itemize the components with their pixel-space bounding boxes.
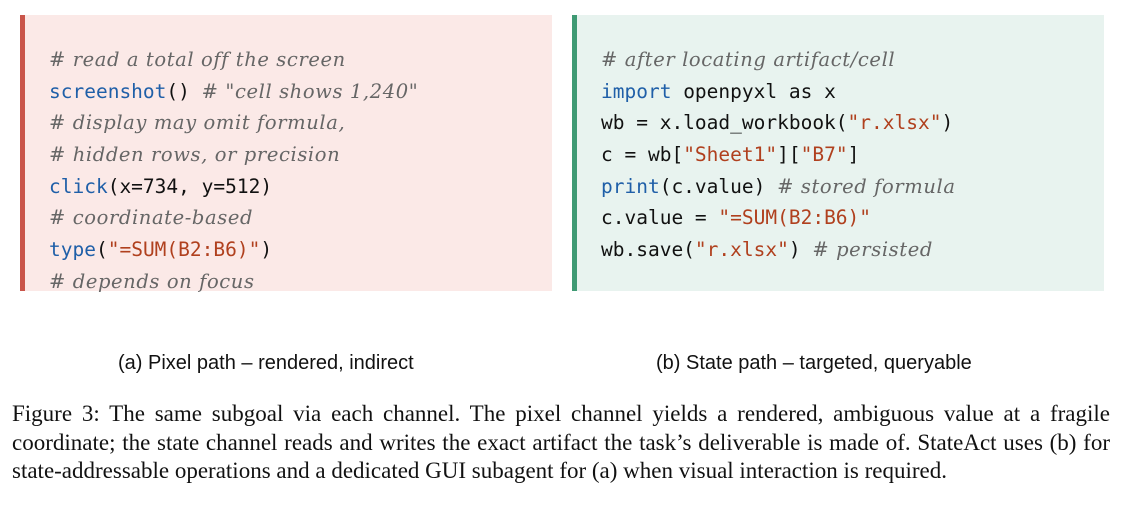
code-line: # display may omit formula, <box>49 107 418 139</box>
code-comment: # persisted <box>812 238 933 262</box>
code-text: ) <box>260 238 273 262</box>
code-text: (c.value) <box>659 174 778 198</box>
code-line: import openpyxl as x <box>601 76 956 108</box>
subcaption-b: (b) State path – targeted, queryable <box>656 352 972 374</box>
code-keyword: click <box>49 174 108 198</box>
code-text: ) <box>788 238 813 262</box>
code-string: "r.xlsx" <box>694 238 789 262</box>
code-text: wb.save( <box>601 238 695 262</box>
code-line: # depends on focus <box>49 266 418 298</box>
code-text: ( <box>95 238 108 262</box>
code-string: "Sheet1" <box>683 143 778 167</box>
code-line: c.value = "=SUM(B2:B6)" <box>601 202 956 234</box>
code-text: ][ <box>777 143 801 167</box>
code-line: click(x=734, y=512) <box>49 171 418 203</box>
figure-caption: Figure 3: The same subgoal via each chan… <box>12 401 1110 483</box>
subcaption-a: (a) Pixel path – rendered, indirect <box>118 352 414 374</box>
code-keyword: import <box>601 79 672 103</box>
code-line: # after locating artifact/cell <box>601 44 956 76</box>
code-comment: # read a total off the screen <box>49 48 346 71</box>
code-comment: # coordinate-based <box>49 206 254 230</box>
code-comment: # hidden rows, or precision <box>49 143 341 167</box>
code-comment: # "cell shows 1,240" <box>201 79 419 103</box>
code-line: # hidden rows, or precision <box>49 139 418 171</box>
code-text: ] <box>847 143 860 167</box>
code-line: wb = x.load_workbook("r.xlsx") <box>601 107 956 139</box>
code-keyword: screenshot <box>49 79 167 103</box>
code-text: (x=734, y=512) <box>107 174 273 198</box>
code-text: () <box>166 79 202 103</box>
code-line: # coordinate-based <box>49 202 418 234</box>
code-line: print(c.value) # stored formula <box>601 171 956 203</box>
code-text: c = wb[ <box>601 143 684 167</box>
state-path-code: # after locating artifact/cell import ope… <box>601 44 956 266</box>
code-comment: # depends on focus <box>49 269 255 293</box>
code-text: ) <box>941 111 954 135</box>
code-line: wb.save("r.xlsx") # persisted <box>601 234 956 266</box>
state-path-code-panel: # after locating artifact/cell import ope… <box>572 15 1104 291</box>
code-line: # read a total off the screen <box>49 44 418 76</box>
code-text: openpyxl as x <box>671 79 836 103</box>
code-string: "=SUM(B2:B6)" <box>107 238 261 262</box>
code-comment: # display may omit formula, <box>49 111 346 135</box>
code-comment: # after locating artifact/cell <box>601 48 896 71</box>
code-string: "r.xlsx" <box>847 111 942 135</box>
code-text: wb = x.load_workbook( <box>601 111 848 135</box>
code-string: "B7" <box>800 143 848 167</box>
code-keyword: type <box>49 238 96 262</box>
code-line: c = wb["Sheet1"]["B7"] <box>601 139 956 171</box>
code-comment: # stored formula <box>777 174 956 198</box>
code-keyword: print <box>601 174 660 198</box>
code-string: "=SUM(B2:B6)" <box>718 206 872 230</box>
code-text: c.value = <box>601 206 719 230</box>
code-line: type("=SUM(B2:B6)") <box>49 234 418 266</box>
code-line: screenshot() # "cell shows 1,240" <box>49 76 418 108</box>
